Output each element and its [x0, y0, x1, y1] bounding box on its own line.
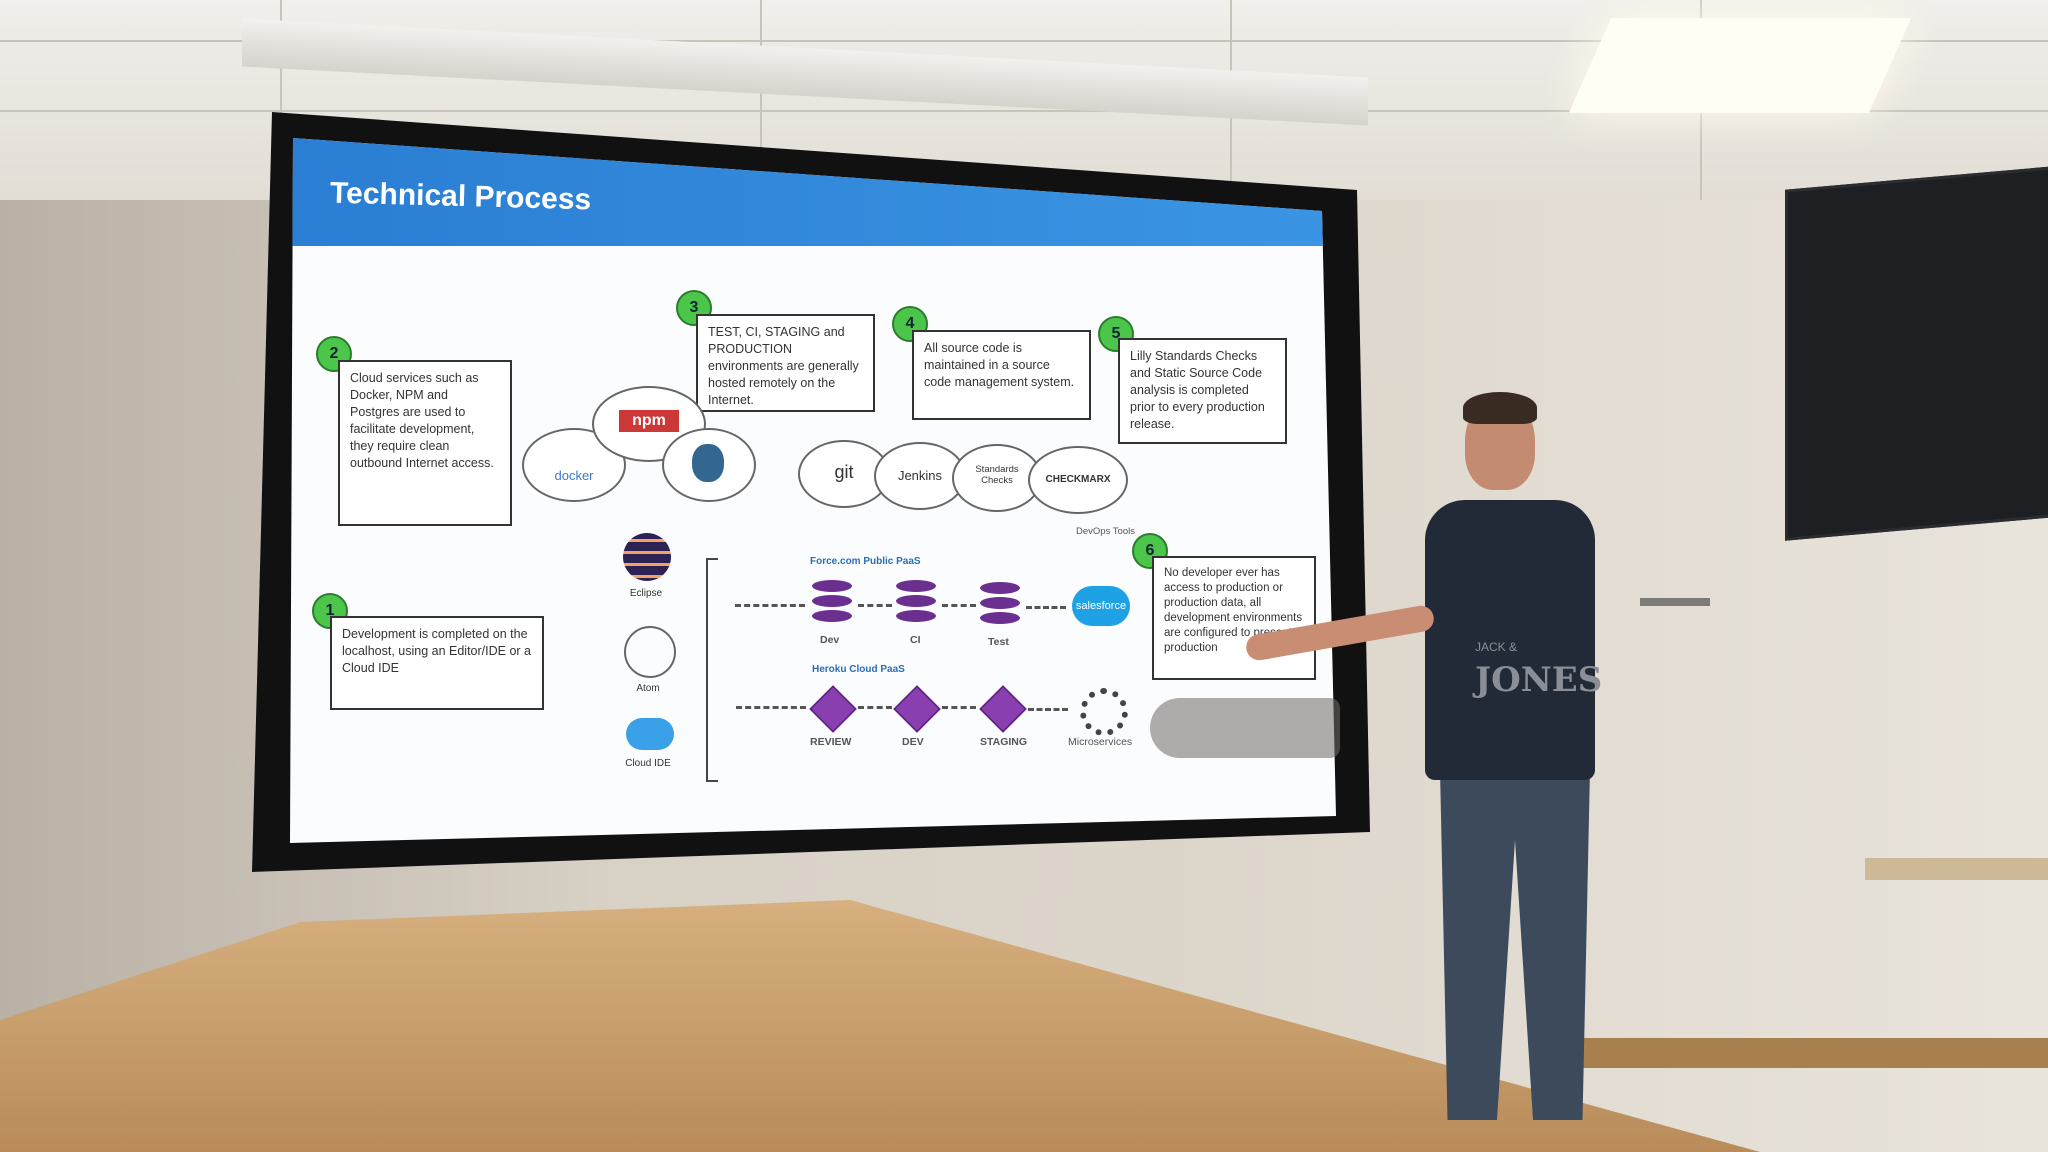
- eclipse-label: Eclipse: [629, 588, 663, 599]
- presenter-hair: [1463, 392, 1537, 424]
- force-arrow-0: [735, 604, 805, 607]
- presenter-jeans: [1440, 770, 1590, 1120]
- test-label: Test: [988, 636, 1009, 648]
- step-badge-6: 6: [1132, 533, 1168, 569]
- dev-label: Dev: [820, 634, 840, 646]
- presenter-tshirt: JACK &: [1425, 500, 1595, 780]
- dev-cube-icon: [893, 685, 941, 733]
- ide-bracket: [706, 558, 718, 782]
- heroku-arrow-3: [1028, 708, 1068, 711]
- wall-tv: [1785, 166, 2048, 541]
- review-cube-icon: [809, 685, 857, 733]
- callout-6: No developer ever has access to producti…: [1152, 556, 1316, 680]
- ceiling-light: [1568, 18, 1912, 113]
- npm-logo: npm: [619, 410, 679, 432]
- checkmarx-logo-text: CHECKMARX: [1045, 474, 1111, 485]
- salesforce-logo: salesforce: [1072, 586, 1130, 626]
- ci-database-icon: [896, 580, 936, 630]
- heroku-arrow-1: [858, 706, 892, 709]
- callout-2: Cloud services such as Docker, NPM and P…: [338, 360, 512, 526]
- jenkins-logo-text: Jenkins: [897, 468, 943, 483]
- microservices-label: Microservices: [1068, 736, 1133, 748]
- staging-label: STAGING: [980, 736, 1028, 748]
- force-arrow-3: [1026, 606, 1066, 609]
- atom-label: Atom: [636, 683, 660, 694]
- heroku-arrow-0: [736, 706, 806, 709]
- presenter: JACK & JONES: [1244, 390, 1685, 1130]
- test-database-icon: [980, 582, 1020, 632]
- callout-4: All source code is maintained in a sourc…: [912, 330, 1091, 420]
- presentation-slide: Technical Process 2 Cloud services such …: [290, 138, 1336, 843]
- callout-3: TEST, CI, STAGING and PRODUCTION environ…: [696, 314, 875, 412]
- force-arrow-2: [942, 604, 976, 607]
- heroku-dev-label: DEV: [902, 736, 924, 748]
- baseboard: [1560, 1038, 2048, 1068]
- standards-cloud: Standards Checks: [952, 444, 1042, 512]
- checkmarx-cloud: CHECKMARX: [1028, 446, 1128, 514]
- review-label: REVIEW: [810, 736, 852, 748]
- step-badge-4: 4: [892, 306, 928, 342]
- cloud-ide-label: Cloud IDE: [625, 758, 671, 769]
- shirt-print-text: JONES: [1475, 660, 1603, 700]
- hand-shadow: [1150, 698, 1340, 758]
- ci-label: CI: [910, 634, 921, 646]
- eclipse-icon: [623, 533, 671, 581]
- cloud-ide-icon: [626, 718, 674, 750]
- dev-database-icon: [812, 580, 852, 630]
- callout-5: Lilly Standards Checks and Static Source…: [1118, 338, 1287, 444]
- postgres-cloud: [662, 428, 756, 502]
- slide-title: Technical Process: [329, 176, 592, 217]
- gears-icon: [1080, 688, 1128, 736]
- git-logo-text: git: [834, 462, 854, 482]
- heroku-paas-label: Heroku Cloud PaaS: [812, 664, 905, 675]
- wall-shelf: [1640, 598, 1710, 606]
- side-table: [1865, 858, 2048, 880]
- force-paas-label: Force.com Public PaaS: [810, 556, 921, 567]
- postgres-elephant-icon: [692, 444, 724, 482]
- staging-cube-icon: [979, 685, 1027, 733]
- callout-1: Development is completed on the localhos…: [330, 616, 544, 710]
- force-arrow-1: [858, 604, 892, 607]
- standards-checks-text: Standards Checks: [975, 464, 1019, 486]
- heroku-arrow-2: [942, 706, 976, 709]
- atom-icon: [624, 626, 676, 678]
- docker-logo-text: docker: [554, 468, 594, 483]
- shirt-small-text: JACK &: [1475, 640, 1518, 654]
- devops-tools-label: DevOps Tools: [1076, 526, 1135, 537]
